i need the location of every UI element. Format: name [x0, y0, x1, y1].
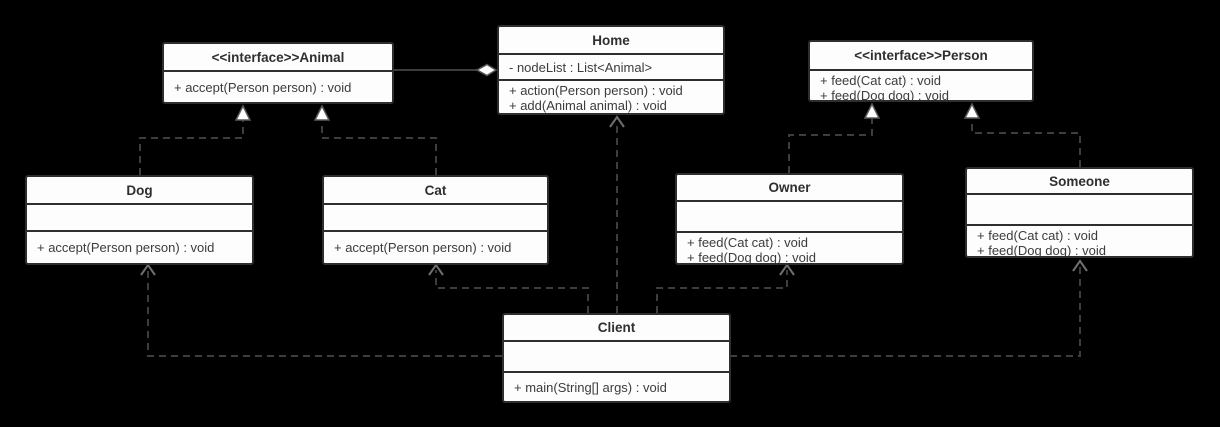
- relation-someone-implements-person[interactable]: [963, 102, 1081, 167]
- class-someone-attributes: [967, 195, 1192, 226]
- realization-triangle-icon: [234, 104, 252, 121]
- dependency-arrow-icon: [1072, 259, 1088, 272]
- class-cat-attributes: [324, 205, 547, 232]
- dependency-arrow-icon: [779, 263, 795, 276]
- realization-triangle-icon: [963, 102, 981, 119]
- relation-client-uses-dog[interactable]: [140, 263, 502, 357]
- method-label: + feed(Dog dog) : void: [687, 250, 816, 263]
- class-owner[interactable]: Owner + feed(Cat cat) : void + feed(Dog …: [675, 173, 904, 265]
- class-home-title: Home: [499, 27, 723, 55]
- class-someone-methods: + feed(Cat cat) : void + feed(Dog dog) :…: [967, 226, 1192, 256]
- class-cat-title: Cat: [324, 177, 547, 205]
- method-label: + feed(Dog dog) : void: [977, 243, 1106, 256]
- method-label: + feed(Dog dog) : void: [820, 88, 949, 100]
- class-client[interactable]: Client + main(String[] args) : void: [502, 313, 731, 403]
- class-home[interactable]: Home - nodeList : List<Animal> + action(…: [497, 25, 725, 115]
- method-label: + accept(Person person) : void: [334, 240, 512, 255]
- class-home-attributes: - nodeList : List<Animal>: [499, 55, 723, 81]
- class-dog-title: Dog: [27, 177, 252, 205]
- dependency-arrow-icon: [609, 115, 625, 128]
- class-owner-attributes: [677, 202, 902, 233]
- method-label: + feed(Cat cat) : void: [820, 73, 942, 88]
- class-client-title: Client: [504, 315, 729, 342]
- relation-client-uses-home[interactable]: [609, 115, 625, 313]
- attribute-label: - nodeList : List<Animal>: [509, 59, 653, 75]
- relation-client-uses-owner[interactable]: [656, 263, 795, 313]
- relation-client-uses-cat[interactable]: [428, 263, 589, 313]
- class-person-methods: + feed(Cat cat) : void + feed(Dog dog) :…: [810, 71, 1032, 100]
- class-person-title: <<interface>>Person: [810, 42, 1032, 71]
- class-animal-title: <<interface>>Animal: [164, 44, 392, 72]
- class-dog-methods: + accept(Person person) : void: [27, 232, 252, 263]
- method-label: + action(Person person) : void: [509, 83, 683, 98]
- relation-owner-implements-person[interactable]: [788, 102, 881, 173]
- class-owner-title: Owner: [677, 175, 902, 202]
- class-dog[interactable]: Dog + accept(Person person) : void: [25, 175, 254, 265]
- realization-triangle-icon: [863, 102, 881, 119]
- class-client-attributes: [504, 342, 729, 373]
- class-someone[interactable]: Someone + feed(Cat cat) : void + feed(Do…: [965, 167, 1194, 258]
- realization-triangle-icon: [313, 104, 331, 121]
- class-cat-methods: + accept(Person person) : void: [324, 232, 547, 263]
- class-animal[interactable]: <<interface>>Animal + accept(Person pers…: [162, 42, 394, 104]
- class-client-methods: + main(String[] args) : void: [504, 373, 729, 401]
- class-person[interactable]: <<interface>>Person + feed(Cat cat) : vo…: [808, 40, 1034, 102]
- dependency-arrow-icon: [140, 263, 156, 276]
- method-label: + accept(Person person) : void: [37, 240, 215, 255]
- class-owner-methods: + feed(Cat cat) : void + feed(Dog dog) :…: [677, 233, 902, 263]
- method-label: + main(String[] args) : void: [514, 379, 667, 395]
- relation-home-aggregates-animal[interactable]: [394, 63, 498, 77]
- method-label: + add(Animal animal) : void: [509, 98, 667, 113]
- relation-cat-implements-animal[interactable]: [313, 104, 437, 175]
- method-label: + feed(Cat cat) : void: [687, 235, 809, 250]
- class-home-methods: + action(Person person) : void + add(Ani…: [499, 81, 723, 113]
- class-dog-attributes: [27, 205, 252, 232]
- method-label: + feed(Cat cat) : void: [977, 228, 1099, 243]
- class-animal-methods: + accept(Person person) : void: [164, 72, 392, 102]
- class-cat[interactable]: Cat + accept(Person person) : void: [322, 175, 549, 265]
- aggregation-diamond-icon: [475, 63, 498, 77]
- relation-client-uses-someone[interactable]: [730, 259, 1088, 357]
- dependency-arrow-icon: [428, 263, 444, 276]
- class-someone-title: Someone: [967, 169, 1192, 195]
- method-label: + accept(Person person) : void: [174, 79, 352, 95]
- relation-dog-implements-animal[interactable]: [139, 104, 252, 175]
